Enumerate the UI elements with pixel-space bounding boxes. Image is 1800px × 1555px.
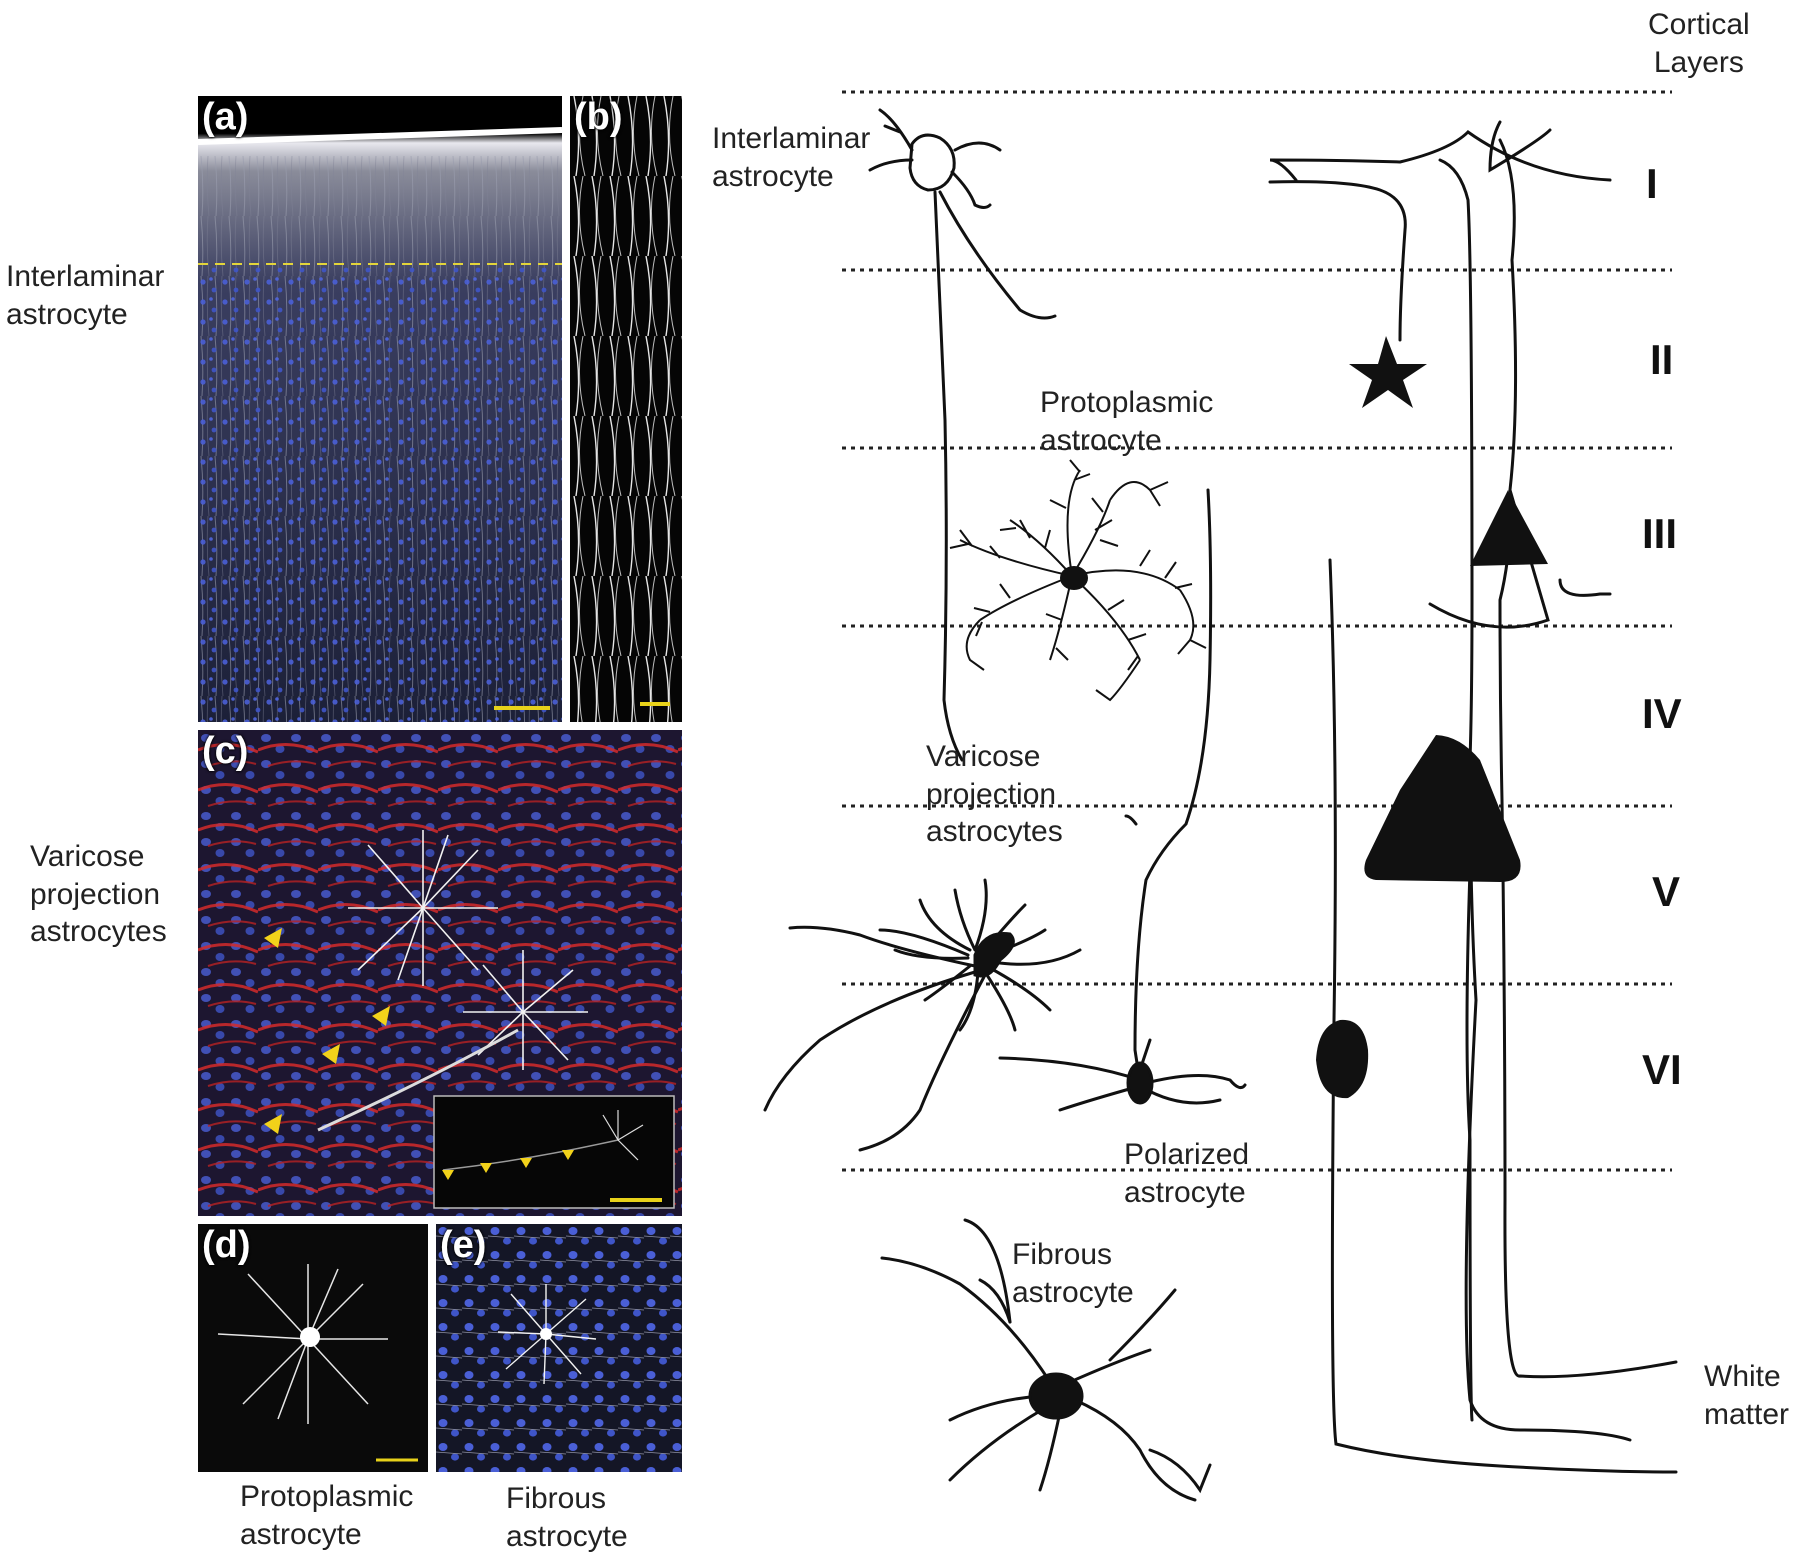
layer-label-iv: IV (1642, 690, 1682, 737)
panel-e: (e) (436, 1224, 682, 1472)
label-white-matter: White matter (1704, 1360, 1790, 1431)
label-protoplasmic-bottom: Protoplasmic astrocyte (240, 1480, 414, 1551)
protoplasmic-astrocyte-drawing (949, 459, 1207, 702)
layer-label-ii: II (1650, 336, 1674, 383)
protoplasmic-soma (1060, 566, 1088, 590)
panel-b-label: (b) (574, 96, 623, 138)
label-varicose-diagram: Varicose projection astrocytes (926, 740, 1063, 848)
label-interlaminar-left: Interlaminar astrocyte (6, 260, 165, 331)
label-fibrous-diagram: Fibrous astrocyte (1012, 1238, 1134, 1309)
panel-c-label: (c) (202, 730, 249, 772)
stellate-neuron (1349, 336, 1427, 408)
layer-label-iii: III (1642, 510, 1678, 557)
layer-label-vi: VI (1642, 1046, 1682, 1093)
label-cortical-layers: Cortical Layers (1648, 8, 1750, 79)
pyramidal-neuron-large (1364, 735, 1521, 882)
layer-label-i: I (1646, 160, 1658, 207)
panel-d: (d) (198, 1224, 428, 1472)
fibrous-soma (1028, 1372, 1084, 1420)
label-varicose-left: Varicose projection astrocytes (30, 840, 167, 948)
panel-a: (a) (198, 96, 562, 722)
interlaminar-astrocyte-drawing (868, 108, 1057, 762)
panel-b: (b) (570, 96, 682, 722)
panel-e-label: (e) (440, 1224, 487, 1266)
panel-c: (c) (198, 730, 682, 1216)
layer-label-v: V (1652, 868, 1681, 915)
neuron-processes (1268, 120, 1678, 1474)
panel-a-label: (a) (202, 96, 249, 138)
label-protoplasmic-diagram: Protoplasmic astrocyte (1040, 386, 1214, 457)
panel-b-image (570, 96, 682, 722)
varicose-projection-astrocyte-drawing (763, 878, 1082, 1152)
fibrous-astrocyte-photo (497, 1284, 597, 1385)
panel-c-inset (433, 1095, 675, 1209)
pyramidal-neuron-small (1470, 490, 1548, 566)
panel-e-image (436, 1224, 682, 1472)
neuron-soma-layer-vi (1316, 1019, 1369, 1099)
varicose-soma (973, 931, 1015, 978)
panel-a-image (198, 96, 562, 722)
polarized-soma (1126, 1061, 1154, 1105)
label-polarized-diagram: Polarized astrocyte (1124, 1138, 1250, 1209)
protoplasmic-astrocyte-photo (217, 1264, 388, 1424)
panel-c-image (198, 730, 682, 1216)
arrowheads-c (264, 928, 390, 1134)
panel-d-label: (d) (202, 1224, 251, 1266)
panel-d-image (198, 1224, 428, 1472)
label-interlaminar-diagram: Interlaminar astrocyte (712, 122, 871, 193)
varicose-astrocyte-1 (348, 830, 498, 986)
label-fibrous-bottom: Fibrous astrocyte (506, 1482, 628, 1553)
